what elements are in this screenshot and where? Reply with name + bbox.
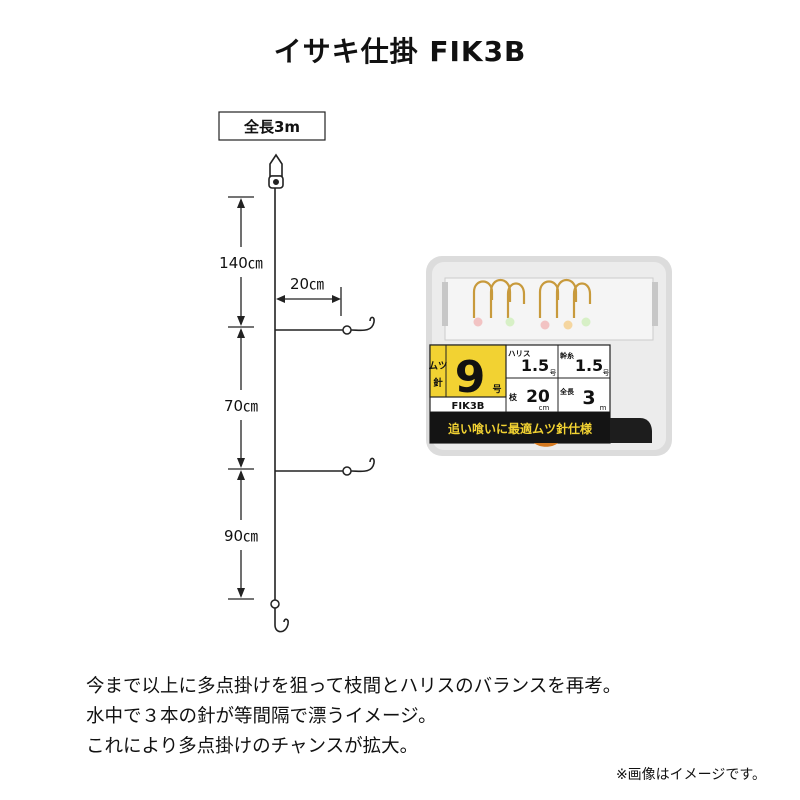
description-line-2: 水中で３本の針が等間隔で漂うイメージ。 [86, 706, 437, 727]
total-length-box [218, 111, 326, 141]
bottom-bead [270, 599, 280, 609]
description-line-3: これにより多点掛けのチャンスが拡大。 [86, 736, 419, 757]
vertical-dimension [228, 196, 254, 600]
pkg-hook-type-1: ムツ [428, 361, 447, 372]
pkg-mikimi-value: 1.5 [575, 356, 603, 375]
pkg-mikimi-label: 幹糸 [560, 351, 574, 360]
page-title: イサキ仕掛 FIK3B [273, 35, 527, 68]
package-image [426, 256, 672, 456]
pkg-hook-size-unit: 号 [492, 384, 501, 395]
description: 今まで以上に多点掛けを狙って枝間とハリスのバランスを再考。 水中で３本の針が等間… [86, 672, 621, 762]
hook-icon [350, 457, 375, 473]
pkg-harisu-value: 1.5 [521, 356, 549, 375]
bottom-hook-icon [274, 608, 289, 633]
branch-dimension [276, 287, 342, 316]
image-note: ※画像はイメージです。 [615, 767, 766, 783]
segment-2-label: 70㎝ [224, 397, 258, 415]
segment-1-label: 140㎝ [219, 254, 263, 272]
swivel-icon [268, 153, 284, 189]
branch-1 [275, 316, 375, 335]
pkg-harisu-unit: 号 [550, 369, 557, 377]
branch-length-label: 20㎝ [290, 275, 324, 293]
pkg-hook-size: 9 [455, 352, 486, 403]
pkg-hook-type-2: 針 [433, 377, 443, 389]
rig-diagram: 全長3m 20㎝ [218, 111, 672, 633]
pkg-banner: 追い喰いに最適ムツ針仕様 [448, 421, 593, 436]
pkg-mikimi-unit: 号 [603, 369, 610, 377]
total-length-label: 全長3m [243, 118, 300, 136]
pkg-zencho-value: 3 [582, 387, 595, 409]
pkg-code: FIK3B [452, 401, 485, 412]
pkg-eda-label: 枝 [508, 392, 518, 402]
description-line-1: 今まで以上に多点掛けを狙って枝間とハリスのバランスを再考。 [86, 676, 622, 697]
package-hooks-icon [472, 278, 592, 318]
pkg-zencho-unit: m [600, 404, 607, 412]
pkg-eda-value: 20 [526, 387, 550, 407]
pkg-harisu-label: ハリス [508, 349, 531, 358]
pkg-eda-unit: cm [539, 404, 550, 412]
segment-3-label: 90㎝ [224, 527, 258, 545]
hook-icon [350, 316, 375, 332]
branch-2 [275, 457, 375, 476]
pkg-zencho-label: 全長 [559, 387, 575, 396]
